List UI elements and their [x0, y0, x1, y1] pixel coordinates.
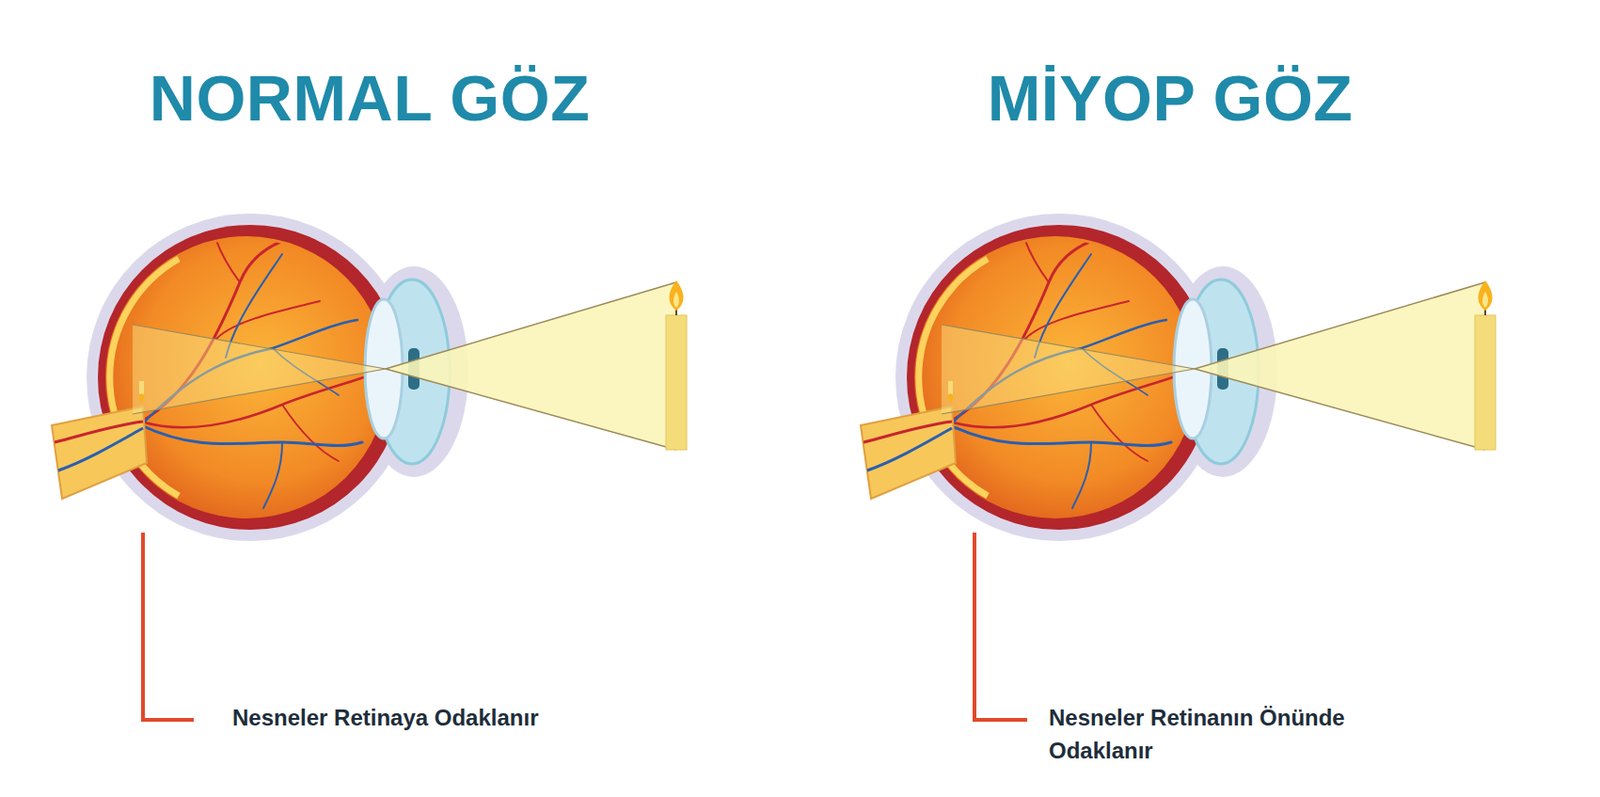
eye-heading: NORMAL GÖZ: [149, 65, 590, 130]
light-rays: [132, 280, 687, 450]
caption-text: Nesneler Retinaya Odaklanır: [232, 700, 703, 734]
eye-heading: MİYOP GÖZ: [987, 65, 1354, 130]
myopic-eye-group: [860, 213, 1496, 541]
bracket-line: [974, 532, 1028, 720]
light-rays: [941, 280, 1496, 450]
caption-text: Nesneler Retinanın Önünde Odaklanır: [1048, 700, 1444, 767]
bracket-line: [142, 532, 194, 720]
